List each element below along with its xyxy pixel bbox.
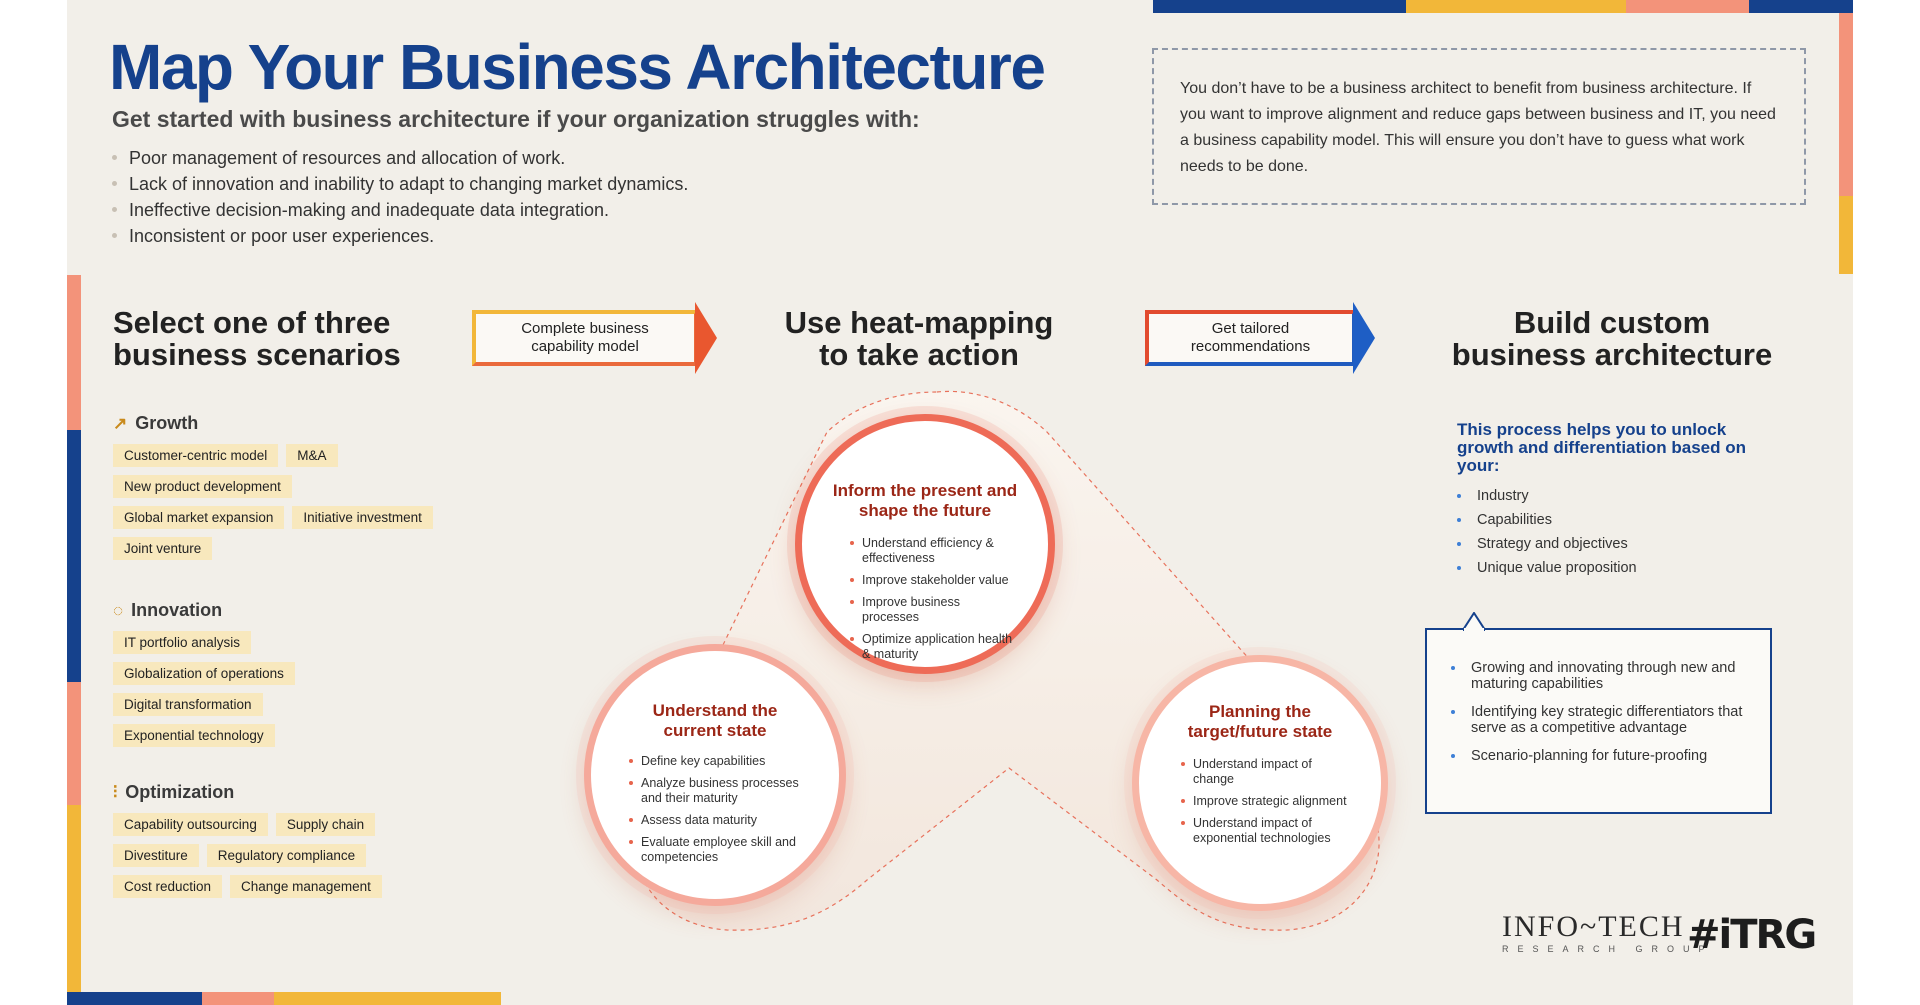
- scenario-tag: Change management: [230, 875, 382, 898]
- scenario-tag: Supply chain: [275, 813, 376, 836]
- sliders-icon: ⫶: [113, 783, 118, 802]
- intro-box: You don’t have to be a business architec…: [1152, 48, 1806, 205]
- scenario-tag: Digital transformation: [113, 693, 263, 716]
- list-item: Scenario-planning for future-proofing: [1451, 748, 1751, 764]
- list-item: Industry: [1457, 488, 1777, 504]
- scenario-tag: Exponential technology: [113, 724, 275, 747]
- list-item: Poor management of resources and allocat…: [112, 145, 688, 171]
- itrg-logo: #iTRG: [1687, 912, 1817, 958]
- arrow-right-icon: [695, 302, 717, 374]
- scenario-tag: Global market expansion: [113, 506, 285, 529]
- scenario-tag: M&A: [286, 444, 338, 467]
- arrow-right-icon: [1353, 302, 1375, 374]
- callout-box: Growing and innovating through new and m…: [1425, 612, 1772, 814]
- list-item: Strategy and objectives: [1457, 536, 1777, 552]
- scenario-tag: Joint venture: [113, 537, 213, 560]
- list-item: Identifying key strategic differentiator…: [1451, 704, 1751, 736]
- scenario-tag: Capability outsourcing: [113, 813, 268, 836]
- list-item: Understand impact of change: [1181, 757, 1356, 787]
- list-item: Understand efficiency & effectiveness: [850, 536, 1020, 566]
- callout-pointer: [1463, 612, 1485, 631]
- list-item: Unique value proposition: [1457, 560, 1777, 576]
- page-subtitle: Get started with business architecture i…: [112, 106, 920, 132]
- list-item: Understand impact of exponential technol…: [1181, 816, 1356, 846]
- list-item: Improve business processes: [850, 595, 1020, 625]
- infographic-poster: Map Your Business Architecture Get start…: [67, 0, 1853, 1005]
- list-item: Growing and innovating through new and m…: [1451, 660, 1751, 692]
- list-item: Improve stakeholder value: [850, 573, 1020, 588]
- scenario-tag: Globalization of operations: [113, 662, 295, 685]
- scenario-tag: New product development: [113, 475, 292, 498]
- list-item: Capabilities: [1457, 512, 1777, 528]
- list-item: Optimize application health & maturity: [850, 632, 1020, 662]
- infotech-logo: INFO~TECH RESEARCH GROUP: [1502, 910, 1714, 955]
- scenario-tag: Divestiture: [113, 844, 199, 867]
- list-item: Ineffective decision-making and inadequa…: [112, 197, 688, 223]
- struggles-list: Poor management of resources and allocat…: [112, 145, 688, 249]
- trend-up-icon: ↗: [113, 414, 128, 433]
- benefits-heading: This process helps you to unlock growth …: [1457, 420, 1746, 475]
- list-item: Inconsistent or poor user experiences.: [112, 223, 688, 249]
- scenario-tag: Cost reduction: [113, 875, 223, 898]
- scenario-tag: Regulatory compliance: [206, 844, 367, 867]
- scenario-tag: IT portfolio analysis: [113, 631, 252, 654]
- scenario-tag: Initiative investment: [292, 506, 433, 529]
- category-innovation: ◌Innovation IT portfolio analysis Global…: [113, 600, 533, 755]
- list-item: Define key capabilities: [629, 754, 809, 769]
- list-item: Analyze business processes and their mat…: [629, 776, 809, 806]
- page-title: Map Your Business Architecture: [109, 31, 1046, 103]
- list-item: Improve strategic alignment: [1181, 794, 1356, 809]
- benefits-list: Industry Capabilities Strategy and objec…: [1457, 488, 1777, 584]
- list-item: Lack of innovation and inability to adap…: [112, 171, 688, 197]
- lightbulb-icon: ◌: [113, 601, 124, 620]
- scenario-tag: Customer-centric model: [113, 444, 279, 467]
- list-item: Assess data maturity: [629, 813, 809, 828]
- list-item: Evaluate employee skill and competencies: [629, 835, 809, 865]
